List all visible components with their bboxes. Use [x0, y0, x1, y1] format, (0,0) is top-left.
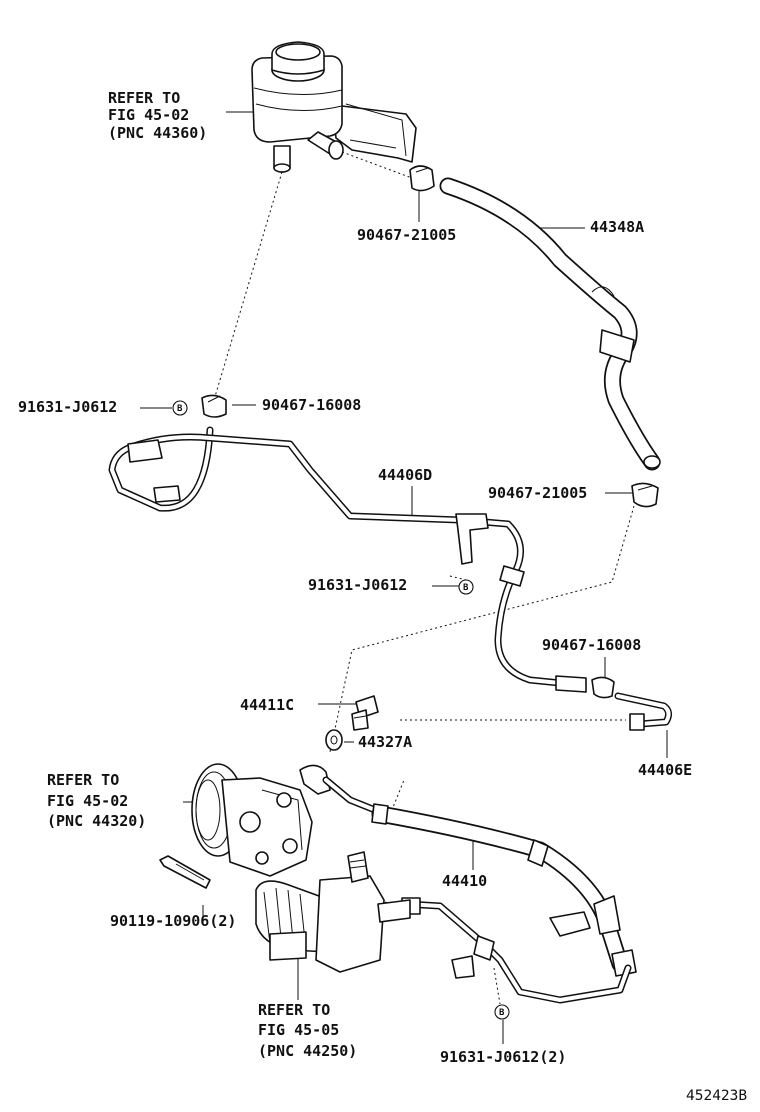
pressure-hose-44410	[322, 776, 637, 977]
pipe-44406e	[614, 692, 673, 731]
label-clamp-mid: 90467-21005	[488, 484, 587, 502]
label-bolt-bottom: 91631-J0612(2)	[440, 1048, 566, 1066]
label-clamp-top: 90467-21005	[357, 226, 456, 244]
hose-clamps	[201, 165, 659, 699]
label-bolt-left: 91631-J0612	[18, 398, 117, 416]
steering-gear-assembly	[255, 851, 411, 973]
label-pipe-right: 44406E	[638, 761, 692, 779]
callout-b-left: B	[177, 404, 183, 414]
figure-id: 452423B	[686, 1088, 747, 1104]
label-ref-pump: REFER TO FIG 45-02 (PNC 44320)	[47, 771, 146, 830]
callout-b-mid: B	[463, 583, 469, 593]
gasket-44327a	[325, 729, 343, 751]
label-hose-return: 44348A	[590, 218, 644, 236]
bottom-pipe	[401, 897, 632, 1020]
svg-text:FIG 45-02: FIG 45-02	[47, 792, 128, 810]
reservoir-assembly	[251, 41, 417, 173]
svg-text:(PNC 44360): (PNC 44360)	[108, 124, 207, 142]
label-ref-reservoir: REFER TO FIG 45-02 (PNC 44360)	[108, 89, 207, 142]
svg-text:REFER TO: REFER TO	[258, 1001, 330, 1019]
pump-assembly	[159, 763, 331, 889]
callout-b-bottom: B	[499, 1008, 505, 1018]
svg-text:(PNC 44250): (PNC 44250)	[258, 1042, 357, 1060]
label-clamp-left: 90467-16008	[262, 396, 361, 414]
svg-text:FIG 45-05: FIG 45-05	[258, 1021, 339, 1039]
label-union-bolt: 44411C	[240, 696, 294, 714]
label-pressure-hose: 44410	[442, 872, 487, 890]
union-bolt-44411c	[351, 695, 379, 731]
svg-text:REFER TO: REFER TO	[47, 771, 119, 789]
svg-text:REFER TO: REFER TO	[108, 89, 180, 107]
return-pipe-44406d	[108, 400, 587, 693]
label-bolt-mid: 91631-J0612	[308, 576, 407, 594]
svg-text:(PNC 44320): (PNC 44320)	[47, 812, 146, 830]
label-pipe-return: 44406D	[378, 466, 432, 484]
label-pump-bolt: 90119-10906(2)	[110, 912, 236, 930]
label-clamp-right: 90467-16008	[542, 636, 641, 654]
svg-text:FIG 45-02: FIG 45-02	[108, 106, 189, 124]
label-ref-gear: REFER TO FIG 45-05 (PNC 44250)	[258, 1001, 357, 1060]
return-hose-44348a	[439, 177, 661, 471]
label-gasket: 44327A	[358, 733, 412, 751]
